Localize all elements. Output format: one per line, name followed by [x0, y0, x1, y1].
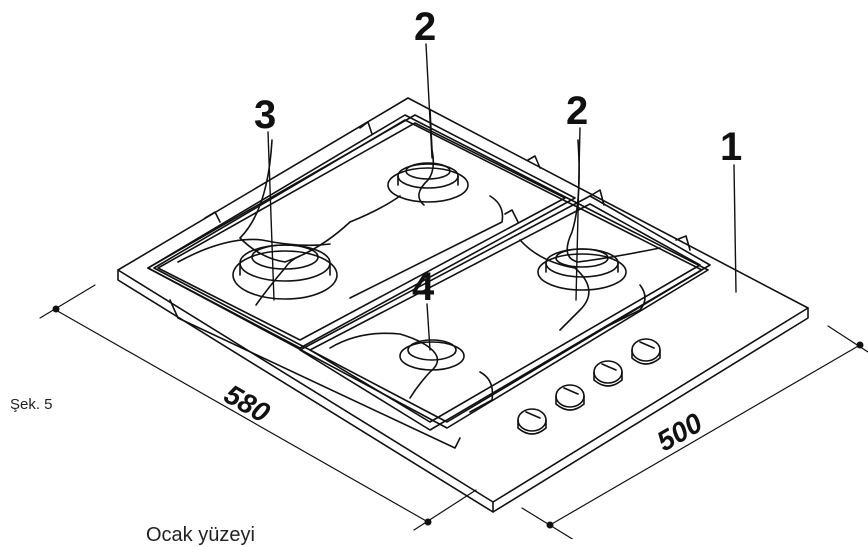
knob-4 — [631, 338, 661, 365]
leader-hob — [733, 164, 737, 293]
leader-right-burner — [575, 127, 581, 301]
burner-right — [537, 248, 627, 291]
callout-front-burner: 4 — [412, 265, 435, 309]
dim-dot — [546, 521, 554, 529]
knob-3 — [593, 360, 623, 387]
leader-left-burner — [267, 131, 275, 301]
figure-caption: Ocak yüzeyi — [146, 524, 255, 546]
control-knobs — [517, 338, 661, 435]
callout-left-burner: 3 — [254, 93, 276, 137]
leader-lines — [267, 43, 737, 351]
knob-1 — [517, 408, 547, 435]
callout-hob: 1 — [720, 125, 742, 169]
pan-support-right — [299, 139, 711, 431]
leader-front-burner — [426, 303, 431, 351]
dimension-depth-label: 500 — [652, 407, 708, 457]
burner-top — [387, 162, 469, 203]
dim-dot — [856, 341, 864, 349]
figure-label: Şek. 5 — [10, 396, 53, 413]
callout-right-burner: 2 — [566, 89, 588, 133]
dim-dot — [52, 305, 60, 313]
callout-top-burner: 2 — [414, 5, 436, 49]
dimension-lines — [39, 284, 868, 539]
leader-top-burner — [425, 43, 433, 159]
pan-support-left — [147, 109, 576, 349]
dimension-width-label: 580 — [219, 378, 275, 428]
hob-body — [117, 97, 809, 513]
knob-2 — [555, 384, 585, 411]
dim-dot — [424, 518, 432, 526]
